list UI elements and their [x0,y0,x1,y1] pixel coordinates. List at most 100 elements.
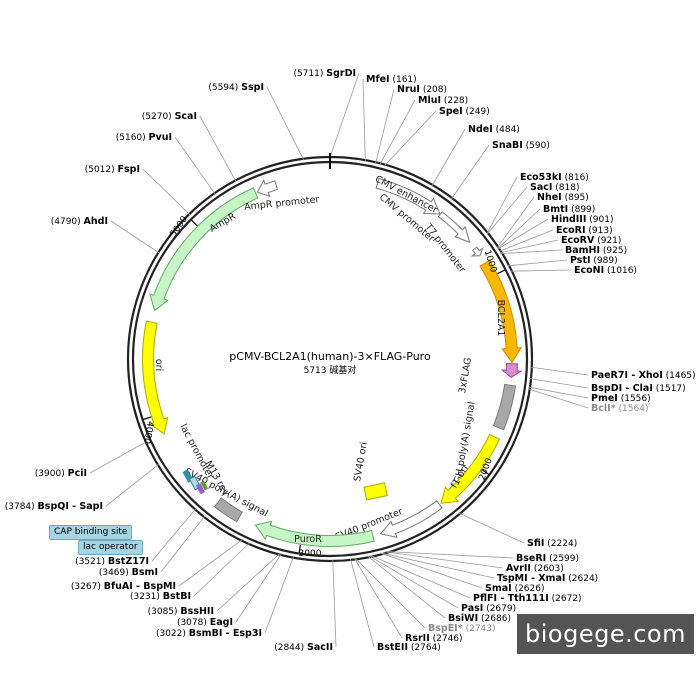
feature-cmv-promoter [437,211,471,244]
site-leader [349,558,375,648]
feature-ampr-promoter [256,179,279,198]
site-leader [500,249,563,255]
tick-1000 [497,269,505,275]
site-leader [486,186,528,235]
site-label: (3022) BsmBI - Esp3I [156,628,262,639]
site-leader [216,552,281,612]
tick-label-3000: 3000 [299,549,322,559]
feature-label-ori: ori [153,359,164,371]
site-leader [160,515,206,573]
feature-f1-ori [440,433,501,504]
sv40-ori-box [363,482,388,501]
cap-binding-site-tag: CAP binding site [49,525,133,540]
site-label: (5160) PvuI [116,132,172,143]
lac-promoter-mark [200,480,209,491]
site-label: BspEI* (2743) [428,623,496,634]
site-label: EcoRI (913) [556,225,613,236]
site-leader [497,218,549,250]
site-leader [142,168,191,216]
site-leader [499,229,554,252]
site-leader [510,269,572,272]
site-label: (3784) BspQI - SapI [5,501,103,512]
site-label: BamHI (925) [565,245,627,256]
site-leader [497,208,541,250]
site-leader [362,78,366,162]
site-label: PaeR7I - XhoI (1465) [591,370,696,381]
site-leader [507,259,568,267]
site-label: TspMI - XmaI (2624) [497,573,598,584]
site-leader [174,136,216,195]
site-leader [379,99,416,165]
site-leader [458,512,525,544]
lac-operator-tag: lac operator [78,540,143,555]
plasmid-length: 5713 碱基对 [304,364,357,376]
watermark: biogege.com [517,614,694,654]
site-leader [199,115,237,183]
site-label: BsiWI (2686) [448,613,511,624]
site-label: RsrII (2746) [405,633,463,644]
site-label: EcoNI (1016) [574,265,637,276]
site-leader [151,508,197,562]
site-label: MfeI (161) [366,74,417,85]
site-label: BmtI (899) [543,204,595,215]
sv40-ori-label: SV40 ori [352,441,370,482]
site-leader [332,559,337,648]
feature-3xflag [500,363,523,378]
site-leader [529,378,589,389]
site-label: (3231) BstBI [130,591,191,602]
site-label: (2844) SacII [274,642,333,653]
site-leader [486,176,518,235]
site-leader [528,386,589,399]
site-leader [385,551,504,569]
site-label: BspDI - ClaI (1517) [591,383,686,394]
site-leader [105,463,160,507]
feature-bgh-polya [492,383,517,431]
site-label: BstEII (2764) [377,642,441,653]
site-label: BseRI (2599) [516,553,579,564]
feature-bcl2a1 [479,259,523,364]
m13-rev-mark [195,483,205,495]
feature-puror [254,520,375,547]
site-leader [380,552,483,589]
site-label: HindIII (901) [551,214,613,225]
site-leader [110,220,160,254]
site-label: SmaI (2626) [485,583,545,594]
site-leader [264,556,295,634]
site-label: PasI (2679) [461,603,516,614]
site-label: PmeI (1556) [591,393,651,404]
feature-ampr [149,187,259,312]
site-label: PstI (989) [570,255,618,266]
site-label: (3085) BssHII [148,606,214,617]
site-label: (5594) SspI [208,82,264,93]
site-label: BclI* (1564) [591,403,648,414]
site-lines [89,72,589,648]
tick-2000 [481,469,489,475]
site-leader [266,86,305,161]
site-leader [496,196,535,249]
feature-t7-promoter [470,246,484,257]
site-label: SnaBI (590) [492,140,550,151]
site-label: SpeI (249) [439,106,490,117]
site-leader [431,128,466,187]
site-leader [235,553,282,623]
site-leader [528,388,589,409]
site-label: (3521) BstZ17I [75,556,149,567]
site-label: (3267) BfuAI - BspMI [71,581,176,592]
site-leader [178,539,243,587]
site-leader [450,144,490,200]
feature-label-bcl2a1: BCL2A1 [495,300,506,337]
site-labels: (5711) SgrDI(5594) SspI(5270) ScaI(5160)… [5,68,696,653]
site-leader [367,555,446,619]
feature-label-3xflag: 3xFLAG [457,357,474,395]
site-label: PflFI - Tth111I (2672) [473,593,582,604]
site-label: (5270) ScaI [142,111,197,122]
site-leader [375,88,395,164]
site-label: (3469) BsmI [99,567,158,578]
site-label: (4790) AhdI [51,216,108,227]
site-label: (5012) FspI [85,164,140,175]
site-label: (3078) EagI [177,617,233,628]
site-label: AvrII (2603) [506,563,564,574]
feature-sv40-promoter [379,500,443,539]
site-leader [368,555,459,609]
